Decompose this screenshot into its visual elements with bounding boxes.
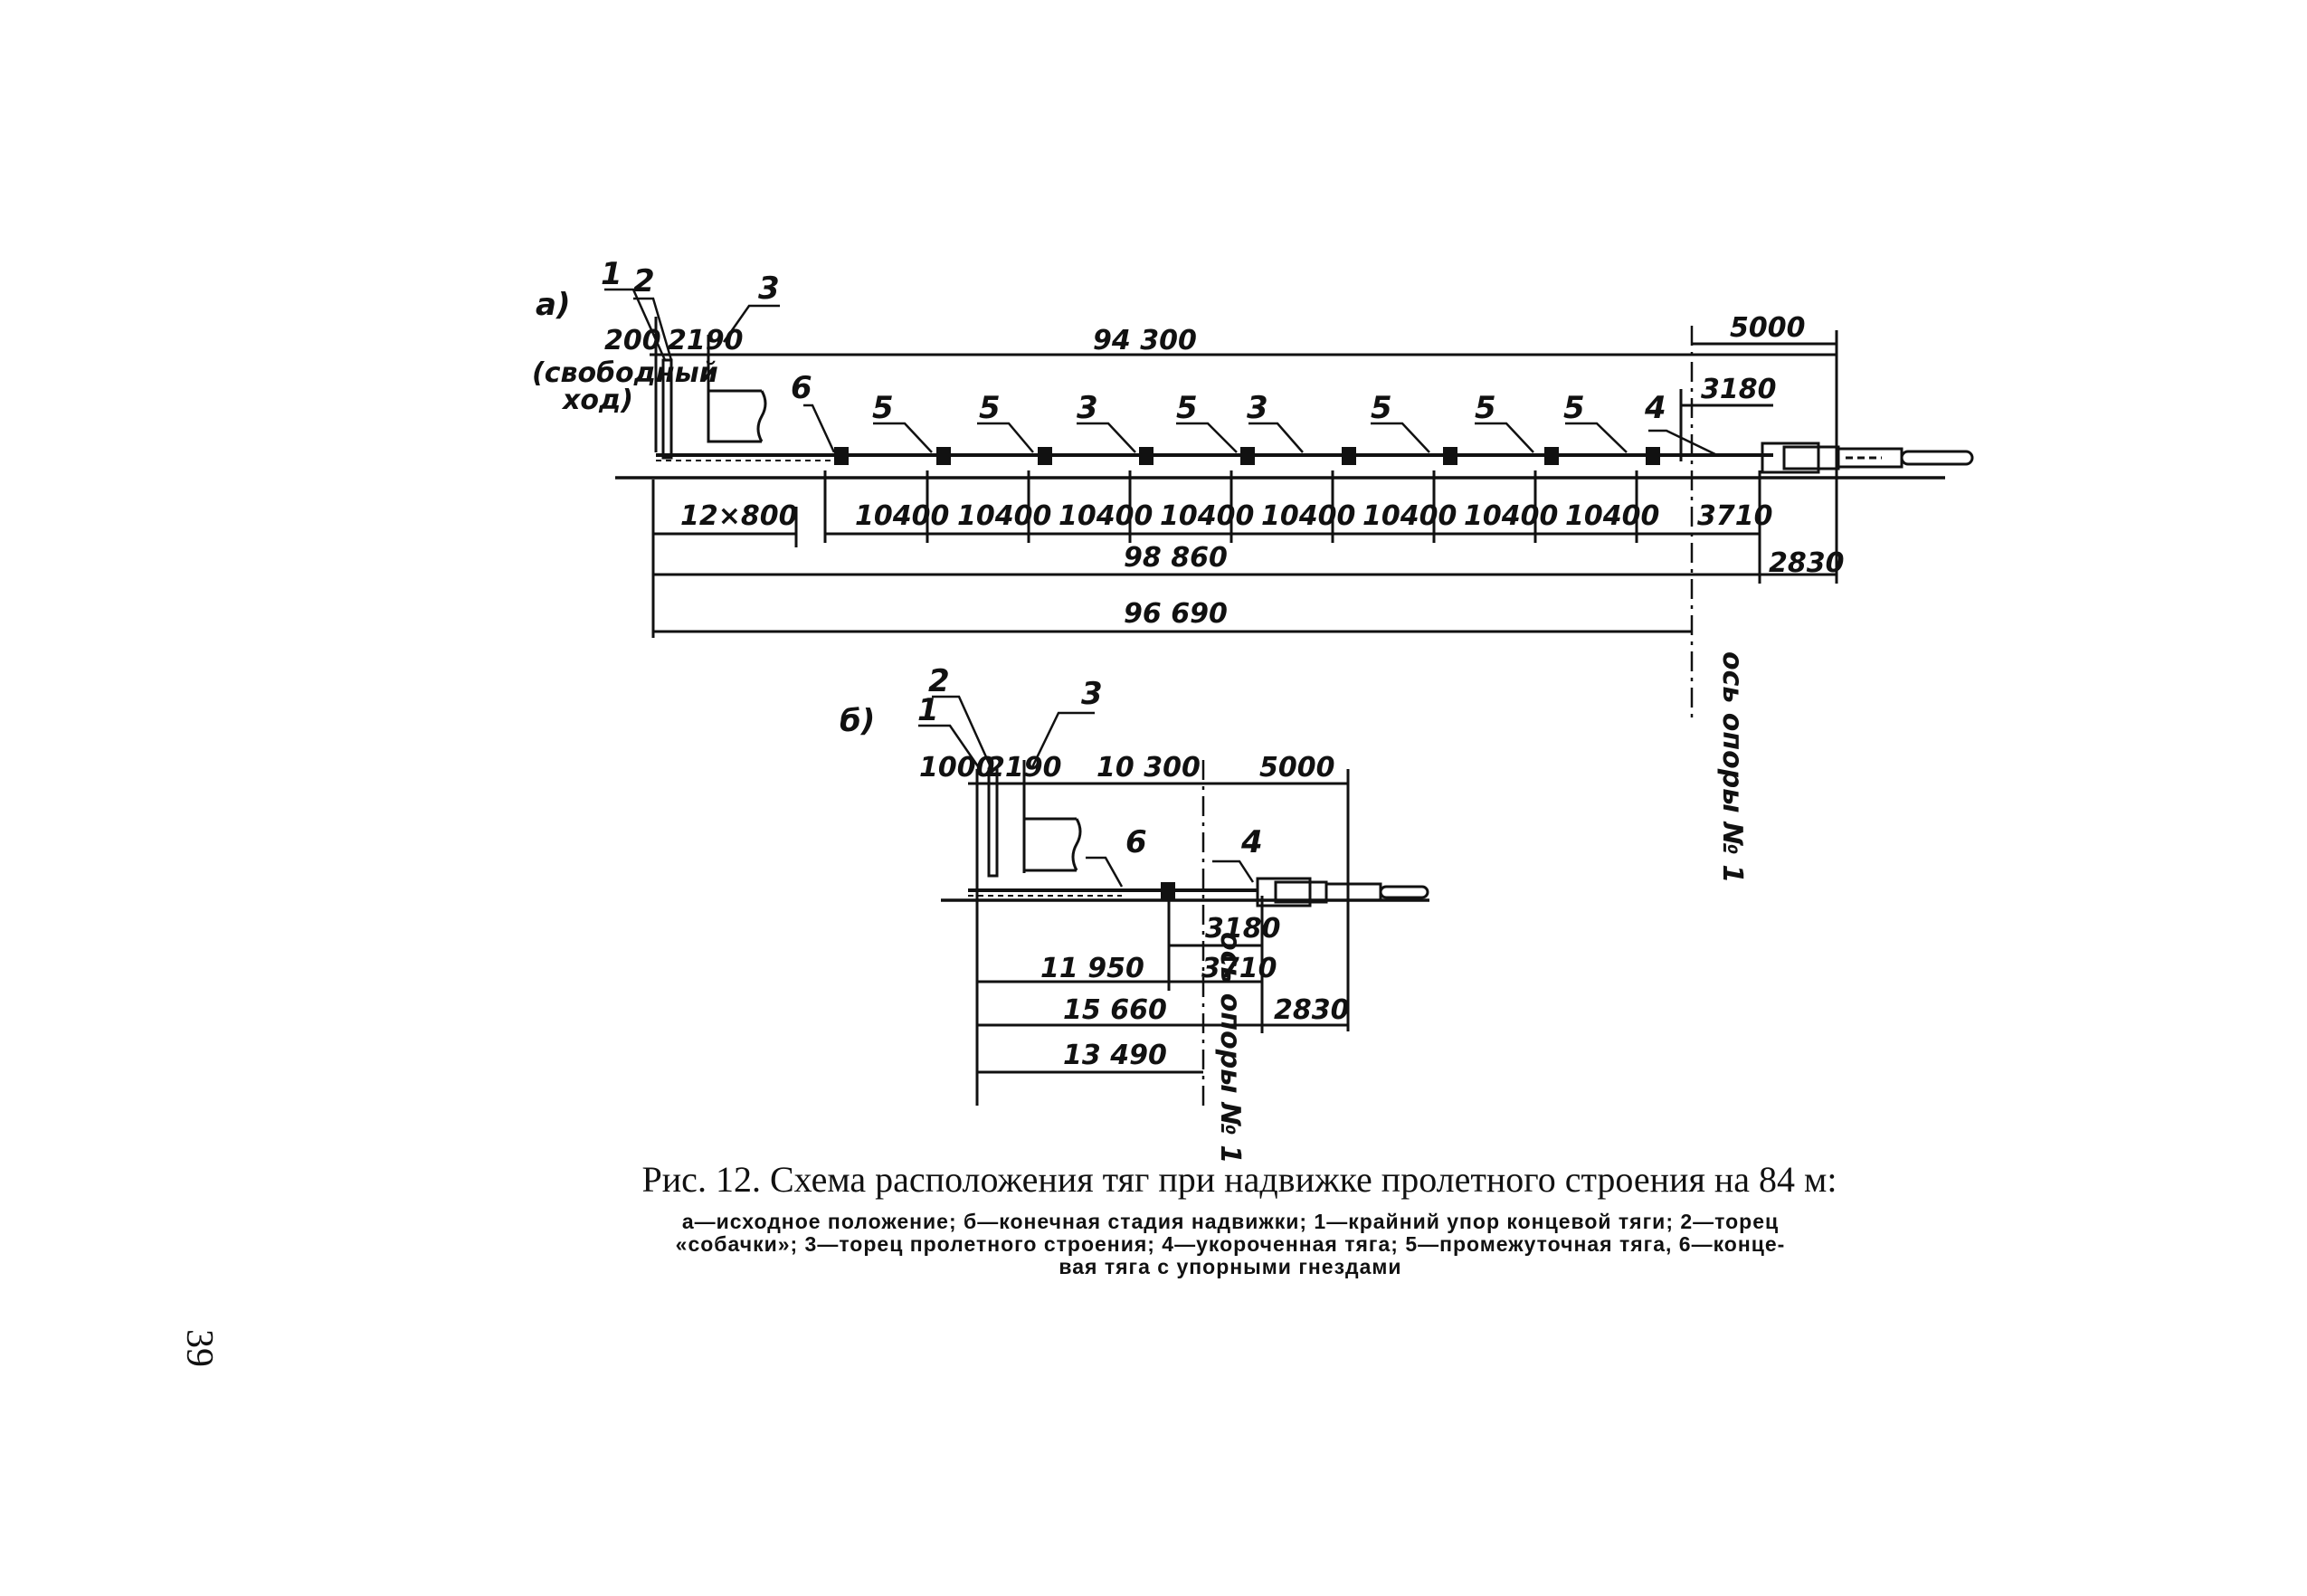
coupling <box>1139 447 1154 465</box>
callout-label: 1 <box>601 256 622 292</box>
support-axis-label-b: ось опоры № 1 <box>1214 932 1246 1164</box>
segment-dim: 10400 <box>1565 500 1659 532</box>
panel-b-label: б) <box>840 703 875 739</box>
panel-a-label: а) <box>536 287 570 323</box>
callout-label: 6 <box>791 370 812 406</box>
callout-leaders <box>604 288 1720 458</box>
coupling <box>1544 447 1559 465</box>
figure-caption-line-3: вая тяга с упорными гнездами <box>1059 1255 1402 1278</box>
dim-5000: 5000 <box>1730 312 1806 344</box>
dim-total-top: 94 300 <box>1093 325 1197 356</box>
jack-tail <box>1900 450 1974 466</box>
dim-free-travel: 200 <box>604 325 661 356</box>
panel-b <box>918 695 1429 1106</box>
span-end-outline <box>707 355 762 443</box>
dim-b-2190: 2190 <box>986 752 1062 784</box>
support-axis-label: ось опоры № 1 <box>1716 651 1748 883</box>
coupling <box>1240 447 1255 465</box>
dim-2830: 2830 <box>1769 547 1845 579</box>
figure-caption-title: Рис. 12. Схема расположения тяг при надв… <box>641 1159 1837 1200</box>
dim-b-3180: 3180 <box>1205 913 1281 945</box>
callout-label: 1 <box>917 692 939 728</box>
callout-label: 3 <box>1081 676 1103 712</box>
panel-a <box>604 288 1974 724</box>
callout-label: 5 <box>872 390 894 426</box>
callout-label: 2 <box>633 263 655 299</box>
page-number: 39 <box>178 1329 220 1367</box>
rod-couplings <box>834 447 1660 465</box>
callout-label: 3 <box>1077 390 1098 426</box>
segment-dim: 10400 <box>1464 500 1558 532</box>
dim-98860: 98 860 <box>1124 542 1228 574</box>
dim-b-2830: 2830 <box>1274 994 1350 1026</box>
dim-b-1000: 1000 <box>919 752 995 784</box>
coupling-b <box>1161 882 1175 900</box>
span-end-break-b <box>1071 818 1082 871</box>
callout-label: 5 <box>979 390 1001 426</box>
dog-stop <box>661 358 673 460</box>
dim-96690: 96 690 <box>1124 598 1228 630</box>
coupling <box>936 447 951 465</box>
free-travel-note-1: (свободный <box>532 357 718 389</box>
callout-label: 3 <box>1247 390 1268 426</box>
callout-label: 3 <box>758 271 780 307</box>
jack-assembly <box>1761 442 1974 474</box>
jack-rod-b <box>1324 882 1382 902</box>
jack-body-b <box>1256 877 1312 907</box>
segment-dim: 10400 <box>1261 500 1355 532</box>
coupling <box>834 447 849 465</box>
coupling <box>1646 447 1660 465</box>
segment-dim: 10400 <box>1160 500 1254 532</box>
jack-body <box>1761 442 1820 474</box>
dim-b-11950: 11 950 <box>1040 953 1144 984</box>
jack-tail-b <box>1379 885 1429 899</box>
free-travel-note-2: ход) <box>561 385 633 416</box>
callout-label: 5 <box>1371 390 1392 426</box>
figure-caption-line-1: а—исходное положение; б—конечная стадия … <box>681 1210 1780 1233</box>
dim-b-5000: 5000 <box>1259 752 1335 784</box>
dog-stop-b <box>987 767 999 878</box>
dim-3710: 3710 <box>1697 500 1773 532</box>
callout-label: 5 <box>1176 390 1198 426</box>
segment-dim: 10400 <box>1059 500 1153 532</box>
jack-cylinder <box>1782 445 1840 470</box>
callout-leaders-b <box>918 695 1255 888</box>
dim-b-15660: 15 660 <box>1063 994 1167 1026</box>
segment-dim: 10400 <box>855 500 949 532</box>
coupling <box>1038 447 1052 465</box>
panel-b-labels: б) 1 2 3 6 4 1000 2190 10 300 5000 3180 … <box>840 663 1350 1164</box>
callout-label: 6 <box>1125 824 1147 860</box>
callout-label: 4 <box>1240 824 1263 860</box>
coupling <box>1342 447 1356 465</box>
callout-label: 5 <box>1475 390 1496 426</box>
dim-b-10300: 10 300 <box>1097 752 1201 784</box>
callout-label: 2 <box>928 663 950 699</box>
panel-a-labels: а) 1 2 3 6 5 5 3 5 3 5 5 5 4 200 (свобод… <box>532 256 1845 883</box>
dim-3180: 3180 <box>1701 374 1777 405</box>
callout-label: 5 <box>1563 390 1585 426</box>
dim-b-3710: 3710 <box>1201 953 1277 984</box>
dim-12x800: 12×800 <box>680 500 798 532</box>
segment-dim: 10400 <box>1362 500 1457 532</box>
dim-2190: 2190 <box>668 325 744 356</box>
dim-b-13490: 13 490 <box>1063 1040 1167 1071</box>
coupling <box>1443 447 1457 465</box>
figure-caption-line-2: «собачки»; 3—торец пролетного строения; … <box>675 1232 1786 1256</box>
span-end-break <box>756 390 767 442</box>
callout-label: 4 <box>1644 390 1666 426</box>
span-end-outline-b <box>1022 819 1077 872</box>
segment-dim: 10400 <box>957 500 1051 532</box>
